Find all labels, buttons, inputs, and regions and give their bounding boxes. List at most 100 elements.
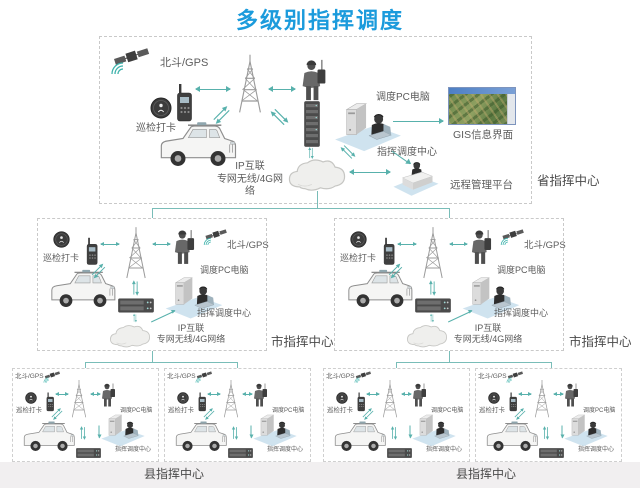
network-cloud-icon xyxy=(108,322,152,349)
beidou-satellite-icon xyxy=(506,370,526,383)
beidou-satellite-icon xyxy=(43,370,63,383)
network-cloud-icon xyxy=(405,322,449,349)
beidou-satellite-icon xyxy=(110,45,156,75)
beidou-gps-label: 北斗/GPS xyxy=(227,240,269,251)
dispatch-pc-label: 调度PC电脑 xyxy=(431,408,464,414)
arrow-tower-server xyxy=(390,425,398,441)
soldier-radio-icon xyxy=(563,382,580,408)
command-center-label: 指挥调度中心 xyxy=(115,447,152,453)
handheld-radio-icon xyxy=(176,82,194,124)
arrow-radio-tower xyxy=(518,392,532,396)
beidou-satellite-icon xyxy=(354,370,374,383)
dispatch-pc-label: 调度PC电脑 xyxy=(120,408,153,414)
patrol-badge-icon xyxy=(150,97,172,119)
antenna-tower-icon xyxy=(233,45,267,123)
patrol-checkin-label: 巡检打卡 xyxy=(327,407,353,414)
antenna-tower-icon xyxy=(379,376,401,422)
patrol-checkin-label: 巡检打卡 xyxy=(16,407,42,414)
beidou-gps-label: 北斗/GPS xyxy=(478,373,507,380)
patrol-badge-icon xyxy=(53,231,70,248)
city-level-label: 市指挥中心 xyxy=(569,335,632,349)
connector-line xyxy=(396,362,397,368)
arrow-to-workstation xyxy=(250,425,252,438)
footer-background xyxy=(0,462,640,488)
arrow-cloud-remote xyxy=(349,169,391,175)
arrow-radio-tower xyxy=(207,392,221,396)
connector-line xyxy=(85,362,86,368)
gis-map-area xyxy=(449,94,508,124)
county-command-box: 北斗/GPS 巡检打卡 调度PC电脑 指挥调度中心 xyxy=(323,368,470,462)
county-command-box: 北斗/GPS 巡检打卡 调度PC电脑 指挥调度中心 xyxy=(475,368,622,462)
arrow-to-workstation xyxy=(409,425,411,438)
arrow-tower-soldier xyxy=(242,392,253,396)
antenna-tower-icon xyxy=(68,376,90,422)
soldier-radio-icon xyxy=(411,382,428,408)
patrol-vehicle-icon xyxy=(49,268,117,312)
network-label-line2: 专网无线/4G网络 xyxy=(156,334,226,345)
arrow-tower-server xyxy=(131,279,140,297)
connector-line xyxy=(396,362,552,363)
arrow-radio-tower xyxy=(366,392,380,396)
city-command-box: 巡检打卡 北斗/GPS 调度PC电脑 指挥调度中心 IP互联 专网无线/4G网络 xyxy=(37,218,269,351)
soldier-radio-icon xyxy=(100,382,117,408)
gis-map-screenshot xyxy=(448,87,516,125)
province-level-label: 省指挥中心 xyxy=(537,174,600,188)
connector-line xyxy=(152,208,449,209)
handheld-radio-icon xyxy=(86,235,99,268)
page-title: 多级别指挥调度 xyxy=(235,8,404,33)
patrol-badge-icon xyxy=(25,392,37,404)
network-label-line1: IP互联 xyxy=(235,161,265,172)
arrow-server-cloud xyxy=(428,313,436,323)
network-label-line1: IP互联 xyxy=(474,323,502,333)
server-icon xyxy=(415,298,451,313)
county-command-box: 北斗/GPS 巡检打卡 调度PC电脑 指挥调度中心 xyxy=(164,368,311,462)
network-label-line2: 专网无线/4G网络 xyxy=(453,334,523,345)
arrow-tower-server xyxy=(79,425,87,441)
arrow-tower-rack xyxy=(267,105,292,130)
connector-line xyxy=(152,351,153,362)
gis-label: GIS信息界面 xyxy=(453,129,514,141)
patrol-badge-icon xyxy=(336,392,348,404)
beidou-satellite-icon xyxy=(195,370,215,383)
patrol-badge-icon xyxy=(177,392,189,404)
city-command-box: 巡检打卡 北斗/GPS 调度PC电脑 指挥调度中心 IP互联 专网无线/4G网络 xyxy=(334,218,566,351)
beidou-gps-label: 北斗/GPS xyxy=(524,240,566,251)
soldier-radio-icon xyxy=(469,229,494,265)
dispatch-pc-label: 调度PC电脑 xyxy=(272,408,305,414)
connector-line xyxy=(317,191,318,208)
network-label-line1: IP互联 xyxy=(177,323,205,333)
arrow-tower-server xyxy=(428,279,437,297)
arrow-tower-soldier xyxy=(553,392,564,396)
arrow-tower-soldier xyxy=(449,242,468,246)
command-center-label: 指挥调度中心 xyxy=(426,447,463,453)
network-label: IP互联 专网无线/4G网络 xyxy=(445,323,531,346)
beidou-gps-label: 北斗/GPS xyxy=(160,57,209,69)
command-center-label: 指挥调度中心 xyxy=(197,308,252,318)
patrol-vehicle-icon xyxy=(485,420,539,455)
network-label: IP互联 专网无线/4G网络 xyxy=(212,161,288,199)
county-level-label: 县指挥中心 xyxy=(143,467,204,481)
antenna-tower-icon xyxy=(418,224,448,282)
patrol-checkin-label: 巡检打卡 xyxy=(479,407,505,414)
arrow-tower-soldier xyxy=(268,86,296,92)
soldier-radio-icon xyxy=(172,229,197,265)
network-cloud-icon xyxy=(286,155,348,193)
arrow-tower-soldier xyxy=(90,392,101,396)
server-icon xyxy=(538,448,565,458)
arrow-rack-cloud xyxy=(307,146,315,160)
beidou-gps-label: 北斗/GPS xyxy=(326,373,355,380)
connector-line xyxy=(152,208,153,218)
gis-toolbar xyxy=(507,94,515,124)
city-level-label: 市指挥中心 xyxy=(271,335,334,349)
arrow-radio-tower xyxy=(397,242,417,246)
command-center-label: 指挥调度中心 xyxy=(578,447,615,453)
city-row: 巡检打卡 北斗/GPS 调度PC电脑 指挥调度中心 IP互联 专网无线/4G网络 xyxy=(37,218,566,351)
beidou-gps-label: 北斗/GPS xyxy=(15,373,44,380)
arrow-tower-soldier xyxy=(152,242,171,246)
patrol-vehicle-icon xyxy=(333,420,387,455)
patrol-checkin-label: 巡检打卡 xyxy=(136,123,176,134)
command-center-label: 指挥调度中心 xyxy=(267,447,304,453)
remote-platform-label: 远程管理平台 xyxy=(450,179,513,191)
arrow-to-workstation xyxy=(98,425,100,438)
county-level-label: 县指挥中心 xyxy=(455,467,516,481)
